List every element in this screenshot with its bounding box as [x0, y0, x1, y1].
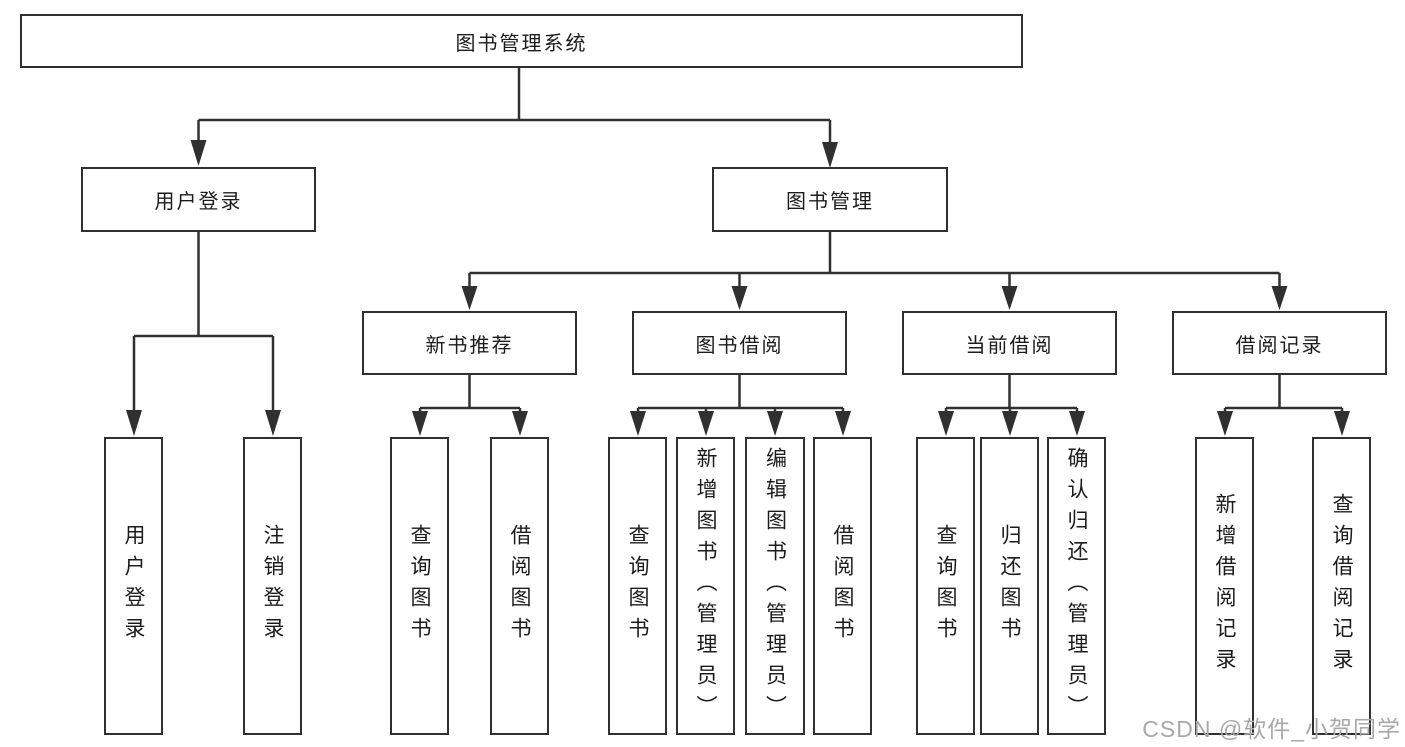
leaf-query-books-current: 查询图书	[916, 437, 975, 735]
leaf-query-books-current-label: 查询图书	[934, 524, 957, 648]
leaf-user-login: 用户登录	[104, 437, 163, 735]
node-book-borrowing: 图书借阅	[632, 311, 847, 375]
node-book-management: 图书管理	[712, 167, 948, 232]
leaf-query-borrow-record: 查询借阅记录	[1312, 437, 1371, 735]
csdn-watermark: CSDN @软件_小贺同学	[1142, 716, 1401, 742]
leaf-borrow-books-borrowing-label: 借阅图书	[831, 524, 854, 648]
leaf-add-borrow-record: 新增借阅记录	[1195, 437, 1254, 735]
leaf-query-books-recommend: 查询图书	[390, 437, 449, 735]
node-new-book-recommendation: 新书推荐	[362, 311, 577, 375]
node-user-login: 用户登录	[81, 167, 316, 232]
leaf-return-book: 归还图书	[980, 437, 1039, 735]
leaf-borrow-books-recommend-label: 借阅图书	[508, 524, 531, 648]
node-borrowing-records: 借阅记录	[1172, 311, 1387, 375]
leaf-return-book-label: 归还图书	[998, 524, 1021, 648]
arrowhead-icons	[126, 140, 1350, 436]
node-current-borrowing: 当前借阅	[902, 311, 1117, 375]
leaf-borrow-books-recommend: 借阅图书	[490, 437, 549, 735]
node-library-management-system: 图书管理系统	[20, 14, 1023, 68]
leaf-logout-label: 注销登录	[261, 524, 284, 648]
leaf-query-books-recommend-label: 查询图书	[408, 524, 431, 648]
leaf-add-book-admin-label: 新增图书（管理员）	[694, 446, 717, 726]
leaf-confirm-return-admin-label: 确认归还（管理员）	[1065, 446, 1088, 726]
leaf-borrow-books-borrowing: 借阅图书	[813, 437, 872, 735]
leaf-confirm-return-admin: 确认归还（管理员）	[1047, 437, 1106, 735]
leaf-logout: 注销登录	[243, 437, 302, 735]
leaf-edit-book-admin-label: 编辑图书（管理员）	[763, 446, 787, 726]
leaf-edit-book-admin: 编辑图书（管理员）	[745, 437, 805, 735]
leaf-add-borrow-record-label: 新增借阅记录	[1213, 493, 1236, 679]
leaf-add-book-admin: 新增图书（管理员）	[676, 437, 735, 735]
leaf-user-login-label: 用户登录	[122, 524, 145, 648]
leaf-query-borrow-record-label: 查询借阅记录	[1330, 493, 1353, 679]
leaf-query-books-borrowing: 查询图书	[608, 437, 667, 735]
leaf-query-books-borrowing-label: 查询图书	[626, 524, 649, 648]
